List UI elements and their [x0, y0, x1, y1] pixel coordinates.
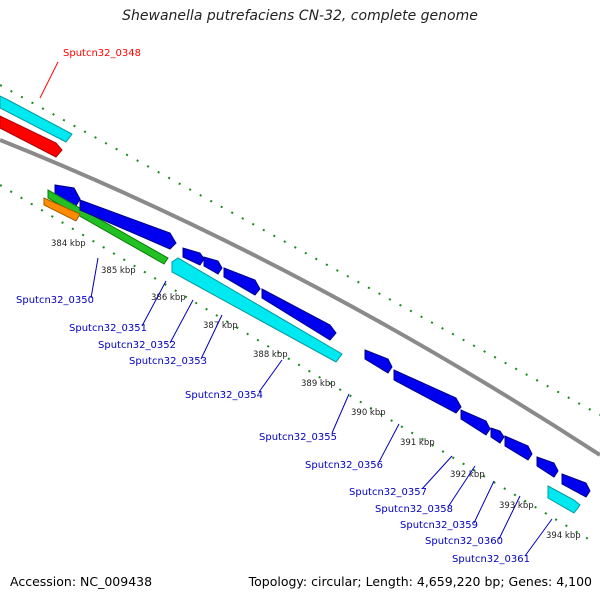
- gene-0360-blue[interactable]: [536, 456, 559, 478]
- kbp-label: 394 kbp: [546, 531, 581, 541]
- gene-0355-blue[interactable]: [364, 349, 393, 374]
- kbp-label: 390 kbp: [351, 408, 386, 418]
- gene-label[interactable]: Sputcn32_0352: [98, 340, 176, 351]
- gene-0353-cyan[interactable]: [171, 257, 343, 363]
- gene-label-leader: [200, 314, 223, 360]
- gene-label-leader: [498, 495, 521, 540]
- gene-0351-blue[interactable]: [182, 247, 205, 266]
- gene-label-leader: [473, 480, 495, 524]
- gene-label[interactable]: Sputcn32_0351: [69, 323, 147, 334]
- gene-label-leader: [421, 455, 453, 490]
- kbp-label: 391 kbp: [400, 438, 435, 448]
- kbp-label: 384 kbp: [51, 239, 86, 249]
- gene-blue-a[interactable]: [54, 184, 81, 207]
- gene-0358-blue[interactable]: [490, 427, 505, 444]
- gene-label[interactable]: Sputcn32_0359: [400, 520, 478, 531]
- inner-tick-track: [0, 184, 591, 541]
- gene-0361-blue[interactable]: [561, 473, 591, 498]
- gene-0356-blue[interactable]: [393, 369, 462, 414]
- gene-label[interactable]: Sputcn32_0355: [259, 432, 337, 443]
- kbp-label: 386 kbp: [151, 293, 186, 303]
- kbp-label: 388 kbp: [253, 350, 288, 360]
- kbp-label: 387 kbp: [203, 321, 238, 331]
- gene-0352-blue[interactable]: [203, 256, 223, 275]
- gene-label-leader: [331, 393, 350, 434]
- gene-label[interactable]: Sputcn32_0361: [452, 554, 530, 565]
- gene-label-leader: [141, 280, 167, 327]
- gene-label[interactable]: Sputcn32_0356: [305, 460, 383, 471]
- gene-label-leader: [90, 257, 99, 299]
- gene-label-leader: [378, 423, 400, 463]
- gene-0359-blue[interactable]: [504, 435, 533, 461]
- gene-label-leader: [169, 299, 194, 344]
- gene-label-leader: [39, 61, 59, 99]
- gene-label-leader: [447, 465, 476, 508]
- kbp-label: 393 kbp: [499, 501, 534, 511]
- kbp-label: 389 kbp: [301, 379, 336, 389]
- gene-0361-cyan[interactable]: [547, 485, 581, 514]
- gene-label[interactable]: Sputcn32_0358: [375, 504, 453, 515]
- gene-label[interactable]: Sputcn32_0357: [349, 487, 427, 498]
- gene-label[interactable]: Sputcn32_0353: [129, 356, 207, 367]
- kbp-label: 385 kbp: [101, 266, 136, 276]
- gene-0348-red[interactable]: [0, 115, 63, 158]
- gene-0350-blue[interactable]: [79, 199, 177, 250]
- kbp-labels: 384 kbp 385 kbp 386 kbp 387 kbp 388 kbp 389 k…: [51, 239, 581, 541]
- gene-0353-blue[interactable]: [223, 267, 261, 296]
- gene-labels: Sputcn32_0348Sputcn32_0350Sputcn32_0351S…: [16, 48, 553, 565]
- gene-label[interactable]: Sputcn32_0354: [185, 390, 263, 401]
- gene-label[interactable]: Sputcn32_0348: [63, 48, 141, 59]
- gene-0357-blue[interactable]: [460, 409, 491, 436]
- genome-summary: Topology: circular; Length: 4,659,220 bp…: [248, 574, 592, 589]
- gene-0350-green[interactable]: [47, 189, 169, 265]
- gene-label[interactable]: Sputcn32_0350: [16, 295, 94, 306]
- gene-0354-blue[interactable]: [261, 288, 337, 341]
- gene-label[interactable]: Sputcn32_0360: [425, 536, 503, 547]
- accession-text: Accession: NC_009438: [10, 574, 153, 589]
- outer-tick-track: [0, 84, 600, 416]
- genome-backbone: [0, 138, 600, 457]
- gene-label-leader: [258, 359, 283, 393]
- gene-orange[interactable]: [43, 197, 81, 222]
- gene-label-leader: [524, 518, 553, 557]
- kbp-label: 392 kbp: [450, 470, 485, 480]
- map-title: Shewanella putrefaciens CN-32, complete …: [122, 8, 478, 24]
- gene-0348-rna-cyan[interactable]: [0, 95, 73, 143]
